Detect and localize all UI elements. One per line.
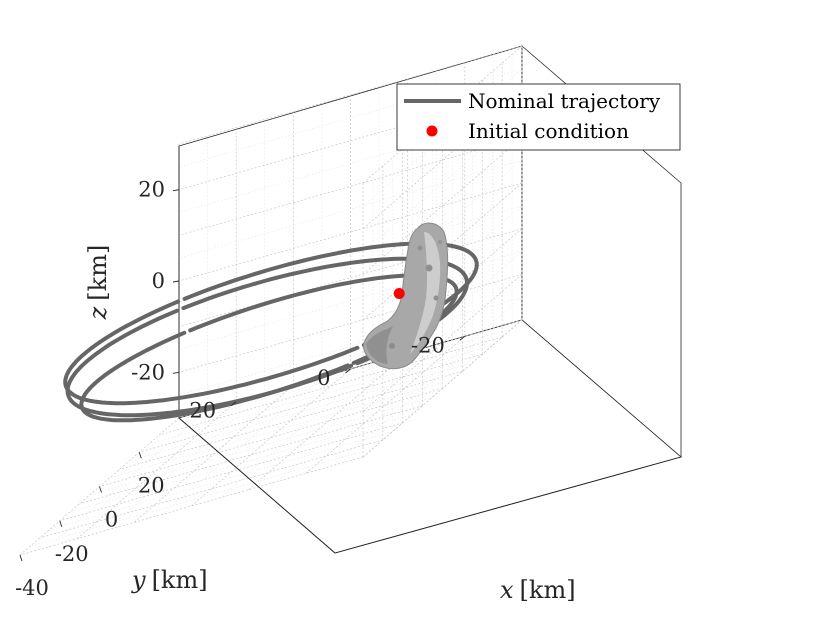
- grid-line: [362, 274, 523, 412]
- initial-condition-point: [393, 287, 405, 299]
- grid-line: [159, 336, 503, 436]
- y-tick-mark: [230, 401, 237, 407]
- grid-line: [178, 45, 523, 145]
- asteroid-body: [363, 222, 449, 370]
- x-tick-mark: [19, 554, 23, 562]
- y-axis-label: y[km]: [131, 566, 208, 594]
- grid-line: [134, 385, 294, 523]
- trajectory-front-half: [63, 299, 360, 423]
- z-tick-mark: [172, 280, 180, 283]
- x-tick-label: -20: [55, 542, 89, 566]
- grid-line: [178, 91, 523, 190]
- grid-line: [178, 274, 523, 373]
- grid-line: [119, 371, 463, 470]
- legend-box: [396, 83, 681, 151]
- grid-line: [248, 352, 408, 490]
- asteroid-highlight: [410, 232, 441, 354]
- grid-line: [79, 405, 423, 504]
- y-axis-line: [178, 417, 336, 554]
- x-tick-mark: [59, 520, 63, 527]
- x-tick-label: 0: [105, 508, 118, 532]
- legend-initial-condition-label: Initial condition: [468, 119, 629, 143]
- z-tick-label: 20: [138, 178, 165, 202]
- trajectory-loop: [79, 330, 350, 423]
- crater: [417, 245, 423, 251]
- z-tick-labels: 20 0 -20: [131, 178, 180, 384]
- z-tick-label: -20: [131, 360, 165, 384]
- grid-line: [362, 319, 523, 458]
- grid-line: [178, 228, 523, 327]
- grid-line: [362, 137, 523, 275]
- z-axis-label: z[km]: [84, 245, 112, 321]
- crater: [389, 343, 395, 349]
- z-tick-label: 0: [152, 269, 165, 293]
- grid-line: [178, 182, 523, 282]
- x-tick-mark: [138, 452, 142, 459]
- grid-line: [305, 336, 466, 474]
- legend: Nominal trajectory Initial condition: [396, 83, 681, 151]
- grid-line: [76, 401, 237, 539]
- grid-line: [191, 368, 351, 507]
- grid-line: [362, 91, 523, 229]
- y-tick-mark: [345, 368, 351, 374]
- x-tick-label: -40: [15, 576, 49, 600]
- y-tick-mark: [459, 335, 466, 341]
- grid-line: [178, 137, 523, 236]
- crater: [438, 240, 442, 244]
- x-axis-label: x[km]: [500, 576, 576, 604]
- initial-condition-layer: [393, 287, 405, 299]
- asteroid-shadow: [366, 326, 393, 364]
- crater: [425, 264, 433, 272]
- y-tick-label: 20: [189, 399, 216, 423]
- y-tick-label: -20: [411, 333, 445, 357]
- y-tick-label: 0: [317, 366, 330, 390]
- grid-line: [48, 409, 208, 548]
- x-tick-label: 20: [138, 473, 165, 497]
- y-tick-labels: -20 0 20: [189, 333, 466, 423]
- legend-initial-condition-swatch: [426, 125, 438, 137]
- x-tick-mark: [99, 486, 102, 493]
- x-tick-labels: -40-20 0 20: [15, 452, 165, 600]
- z-tick-mark: [172, 189, 180, 192]
- z-tick-mark: [172, 371, 180, 374]
- trajectory-loop: [63, 299, 360, 406]
- crater: [433, 295, 439, 301]
- legend-trajectory-label: Nominal trajectory: [468, 89, 661, 113]
- grid-line: [39, 439, 383, 539]
- x-axis-line: [334, 456, 682, 554]
